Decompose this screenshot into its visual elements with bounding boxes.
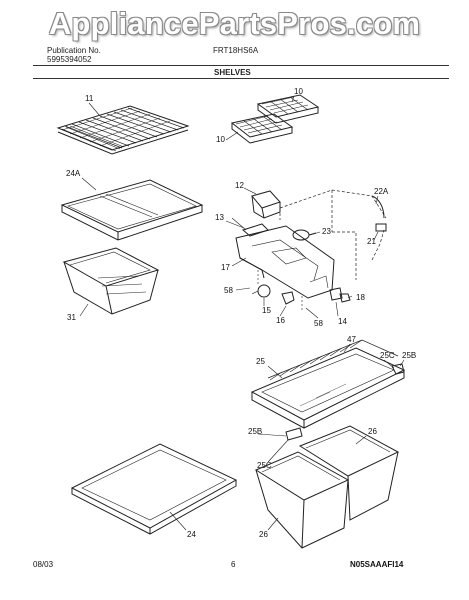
bracket-25b-left: [285, 427, 303, 441]
callout-16: 16: [276, 316, 285, 325]
diagram-code: N05SAAAFI14: [350, 560, 404, 569]
callout-10: 10: [216, 135, 225, 144]
callout-58: 58: [314, 319, 323, 328]
connector-21: [375, 223, 387, 232]
callout-17: 17: [221, 263, 230, 272]
model-number: FRT18HS6A: [213, 46, 259, 55]
callout-26: 26: [259, 530, 268, 539]
callout-25: 25: [256, 357, 265, 366]
publication-label: Publication No.: [47, 46, 101, 55]
crisper-pan-31: [62, 247, 160, 315]
callout-25b: 25B: [402, 351, 416, 360]
leader-lines: [79, 95, 405, 531]
callout-23: 23: [322, 227, 331, 236]
wire-shelf: [56, 105, 190, 155]
callout-25c: 25C: [380, 351, 395, 360]
ice-bucket: [251, 190, 281, 219]
part-18: [339, 293, 351, 303]
part-callouts: 11 10 10 24A 12 22A 13 23 21 17 58 15 16 58 14 18 31 25 47…: [66, 87, 416, 539]
callout-47: 47: [347, 335, 356, 344]
callout-25b: 25B: [248, 427, 262, 436]
callout-14: 14: [338, 317, 347, 326]
part-14: [329, 287, 343, 301]
callout-21: 21: [367, 237, 376, 246]
callout-24: 24: [187, 530, 196, 539]
footer-page: 6: [231, 560, 236, 569]
bulb-15: [257, 284, 271, 298]
header-rule: [33, 65, 449, 66]
ice-tray-lower: [230, 113, 294, 144]
callout-25c: 25C: [257, 461, 272, 470]
bracket-25b-right: [391, 363, 405, 375]
callout-24a: 24A: [66, 169, 81, 178]
callout-58: 58: [224, 286, 233, 295]
socket-16: [281, 291, 295, 305]
callout-15: 15: [262, 306, 271, 315]
section-title: SHELVES: [214, 68, 251, 77]
callout-26: 26: [368, 427, 377, 436]
wire-harness: [279, 189, 387, 280]
callout-31: 31: [67, 313, 76, 322]
fan-housing-17: [235, 225, 335, 299]
footer-date: 08/03: [33, 560, 54, 569]
callout-18: 18: [356, 293, 365, 302]
callout-22a: 22A: [374, 187, 389, 196]
callout-10: 10: [294, 87, 303, 96]
publication-number: 5995394052: [47, 55, 92, 64]
clip-13: [241, 223, 269, 237]
flat-shelf-24: [70, 443, 238, 535]
harness-cable: [371, 195, 385, 219]
crisper-pan-26-right: [298, 425, 400, 521]
title-rule: [33, 78, 449, 79]
ice-tray-upper: [256, 94, 320, 124]
glass-shelf-24a: [60, 179, 204, 241]
watermark: AppliancePartsPros.com: [48, 6, 421, 41]
callout-13: 13: [215, 213, 224, 222]
callout-11: 11: [85, 94, 94, 103]
callout-12: 12: [235, 181, 244, 190]
